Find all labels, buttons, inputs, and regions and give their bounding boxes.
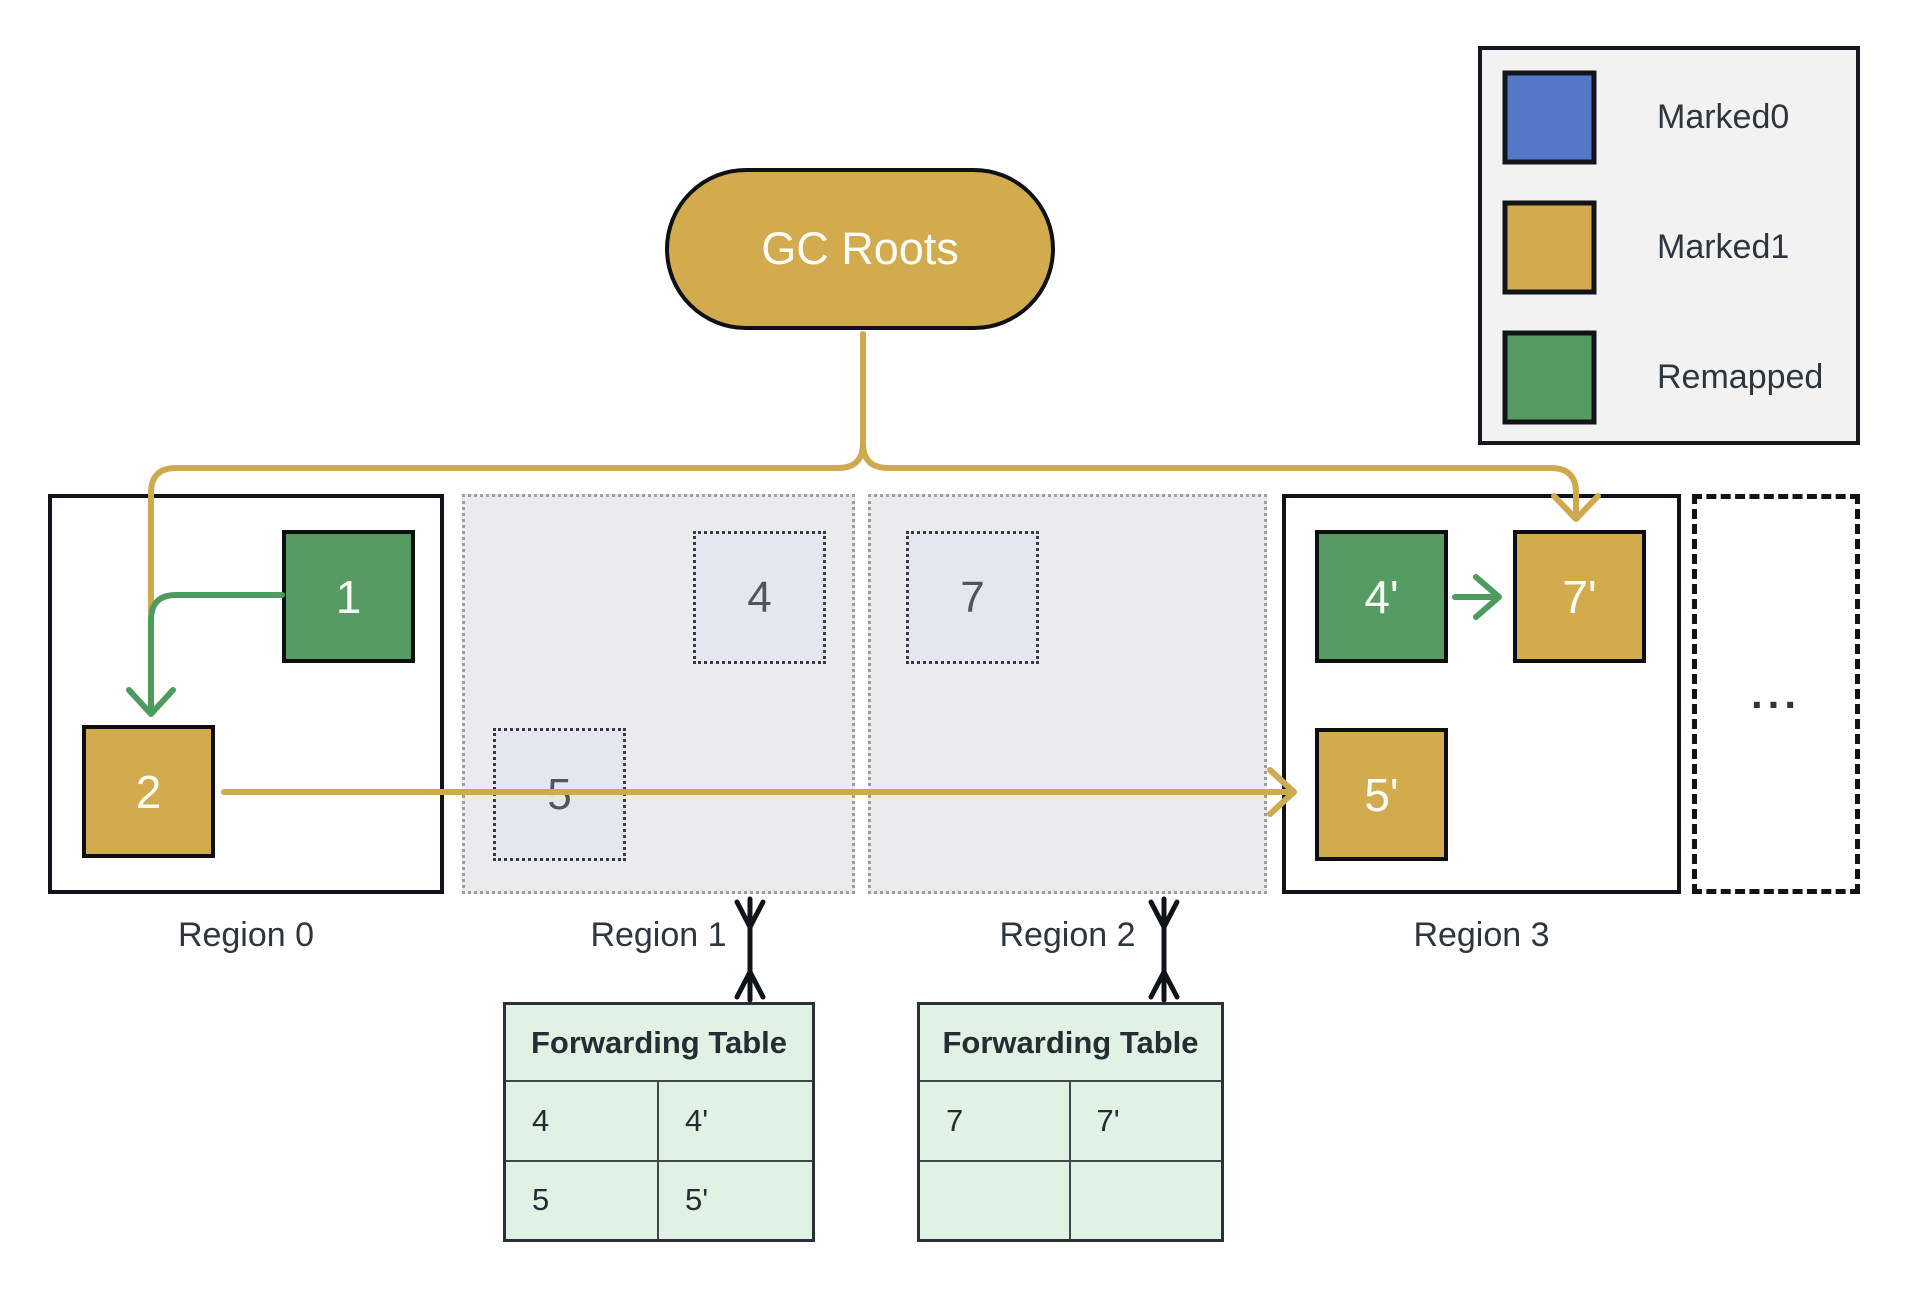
object-7p-label: 7' (1562, 570, 1597, 623)
forwarding-table-1-title: Forwarding Table (506, 1005, 812, 1082)
table-cell: 5 (506, 1161, 659, 1239)
table-row (920, 1161, 1222, 1240)
forwarding-table-2-title: Forwarding Table (920, 1005, 1221, 1082)
region-3: 4' 7' 5' (1282, 494, 1681, 894)
object-4-label: 4 (747, 572, 772, 622)
region-0: 1 2 (48, 494, 444, 894)
legend-label-marked0: Marked0 (1657, 98, 1790, 136)
marked1-swatch-icon (1502, 200, 1597, 295)
legend-item-marked0: Marked0 (1502, 70, 1789, 165)
table-cell: 4' (685, 1102, 709, 1138)
object-4p: 4' (1315, 530, 1448, 663)
legend-item-marked1: Marked1 (1502, 200, 1789, 295)
object-5p-label: 5' (1364, 768, 1399, 821)
region-1: 4 5 (462, 494, 855, 894)
region-1-label: Region 1 (590, 915, 727, 954)
object-2-label: 2 (135, 765, 162, 818)
table-cell: 7' (1096, 1102, 1120, 1138)
gc-roots-label: GC Roots (761, 223, 959, 274)
legend-label-marked1: Marked1 (1657, 228, 1790, 266)
object-1: 1 (282, 530, 415, 663)
table-cell: 7 (920, 1082, 1071, 1160)
object-1-label: 1 (335, 570, 362, 623)
more-regions-box: ... (1692, 494, 1860, 894)
object-7-stale: 7 (906, 531, 1039, 664)
object-5-stale: 5 (493, 728, 626, 861)
table-cell: 5' (685, 1182, 709, 1218)
legend-label-remapped: Remapped (1657, 358, 1824, 396)
table-row: 7 7' (920, 1082, 1221, 1162)
object-5-label: 5 (547, 769, 572, 819)
legend-item-remapped: Remapped (1502, 330, 1823, 425)
object-4-stale: 4 (693, 531, 826, 664)
region-0-label: Region 0 (177, 915, 315, 954)
object-5p: 5' (1315, 728, 1448, 861)
gc-roots-node: GC Roots (665, 168, 1055, 330)
forwarding-table-1: Forwarding Table 4 4' 5 5' (503, 1002, 815, 1242)
object-7-label: 7 (960, 572, 985, 622)
table-cell: 4 (506, 1082, 659, 1160)
table-cell (920, 1161, 1071, 1239)
object-7p: 7' (1513, 530, 1646, 663)
object-2: 2 (82, 725, 215, 858)
region-2: 7 (868, 494, 1267, 894)
forwarding-table-2: Forwarding Table 7 7' (917, 1002, 1224, 1242)
table-cell (1071, 1162, 1222, 1240)
remapped-swatch-icon (1502, 330, 1597, 425)
table-row: 4 4' (506, 1082, 812, 1162)
ellipsis-label: ... (1750, 670, 1801, 717)
region-3-label: Region 3 (1413, 915, 1550, 954)
marked0-swatch-icon (1502, 70, 1597, 165)
region-2-label: Region 2 (999, 915, 1136, 954)
table-row: 5 5' (506, 1161, 812, 1239)
object-4p-label: 4' (1364, 570, 1399, 623)
legend: Marked0 Marked1 Remapped (1478, 46, 1860, 445)
